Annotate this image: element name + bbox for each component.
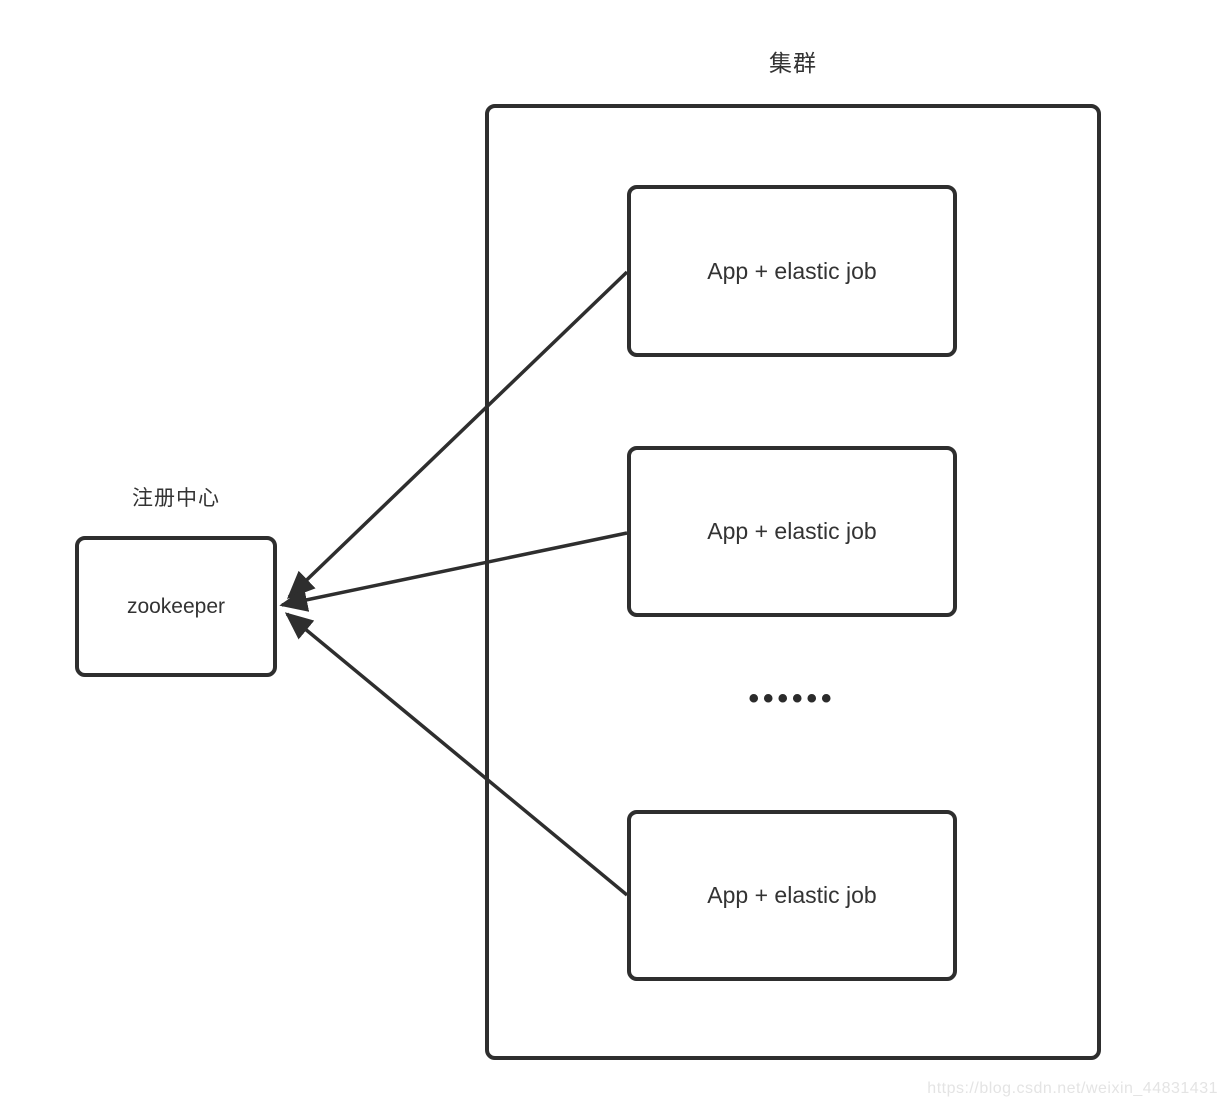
cluster-container — [485, 104, 1101, 1060]
zookeeper-node-label: zookeeper — [126, 594, 226, 618]
registry-label: 注册中心 — [132, 487, 220, 510]
app-node-3-label: App + elastic job — [707, 882, 877, 908]
app-node-2: App + elastic job — [627, 446, 957, 617]
app-node-3: App + elastic job — [627, 810, 957, 981]
more-nodes-ellipsis: •••••• — [748, 682, 836, 715]
cluster-title: 集群 — [769, 50, 817, 76]
app-node-1-label: App + elastic job — [707, 257, 877, 284]
zookeeper-node: zookeeper — [75, 536, 277, 677]
app-node-1: App + elastic job — [627, 185, 957, 357]
watermark-url: https://blog.csdn.net/weixin_44831431 — [927, 1080, 1218, 1097]
app-node-2-label: App + elastic job — [707, 518, 877, 544]
